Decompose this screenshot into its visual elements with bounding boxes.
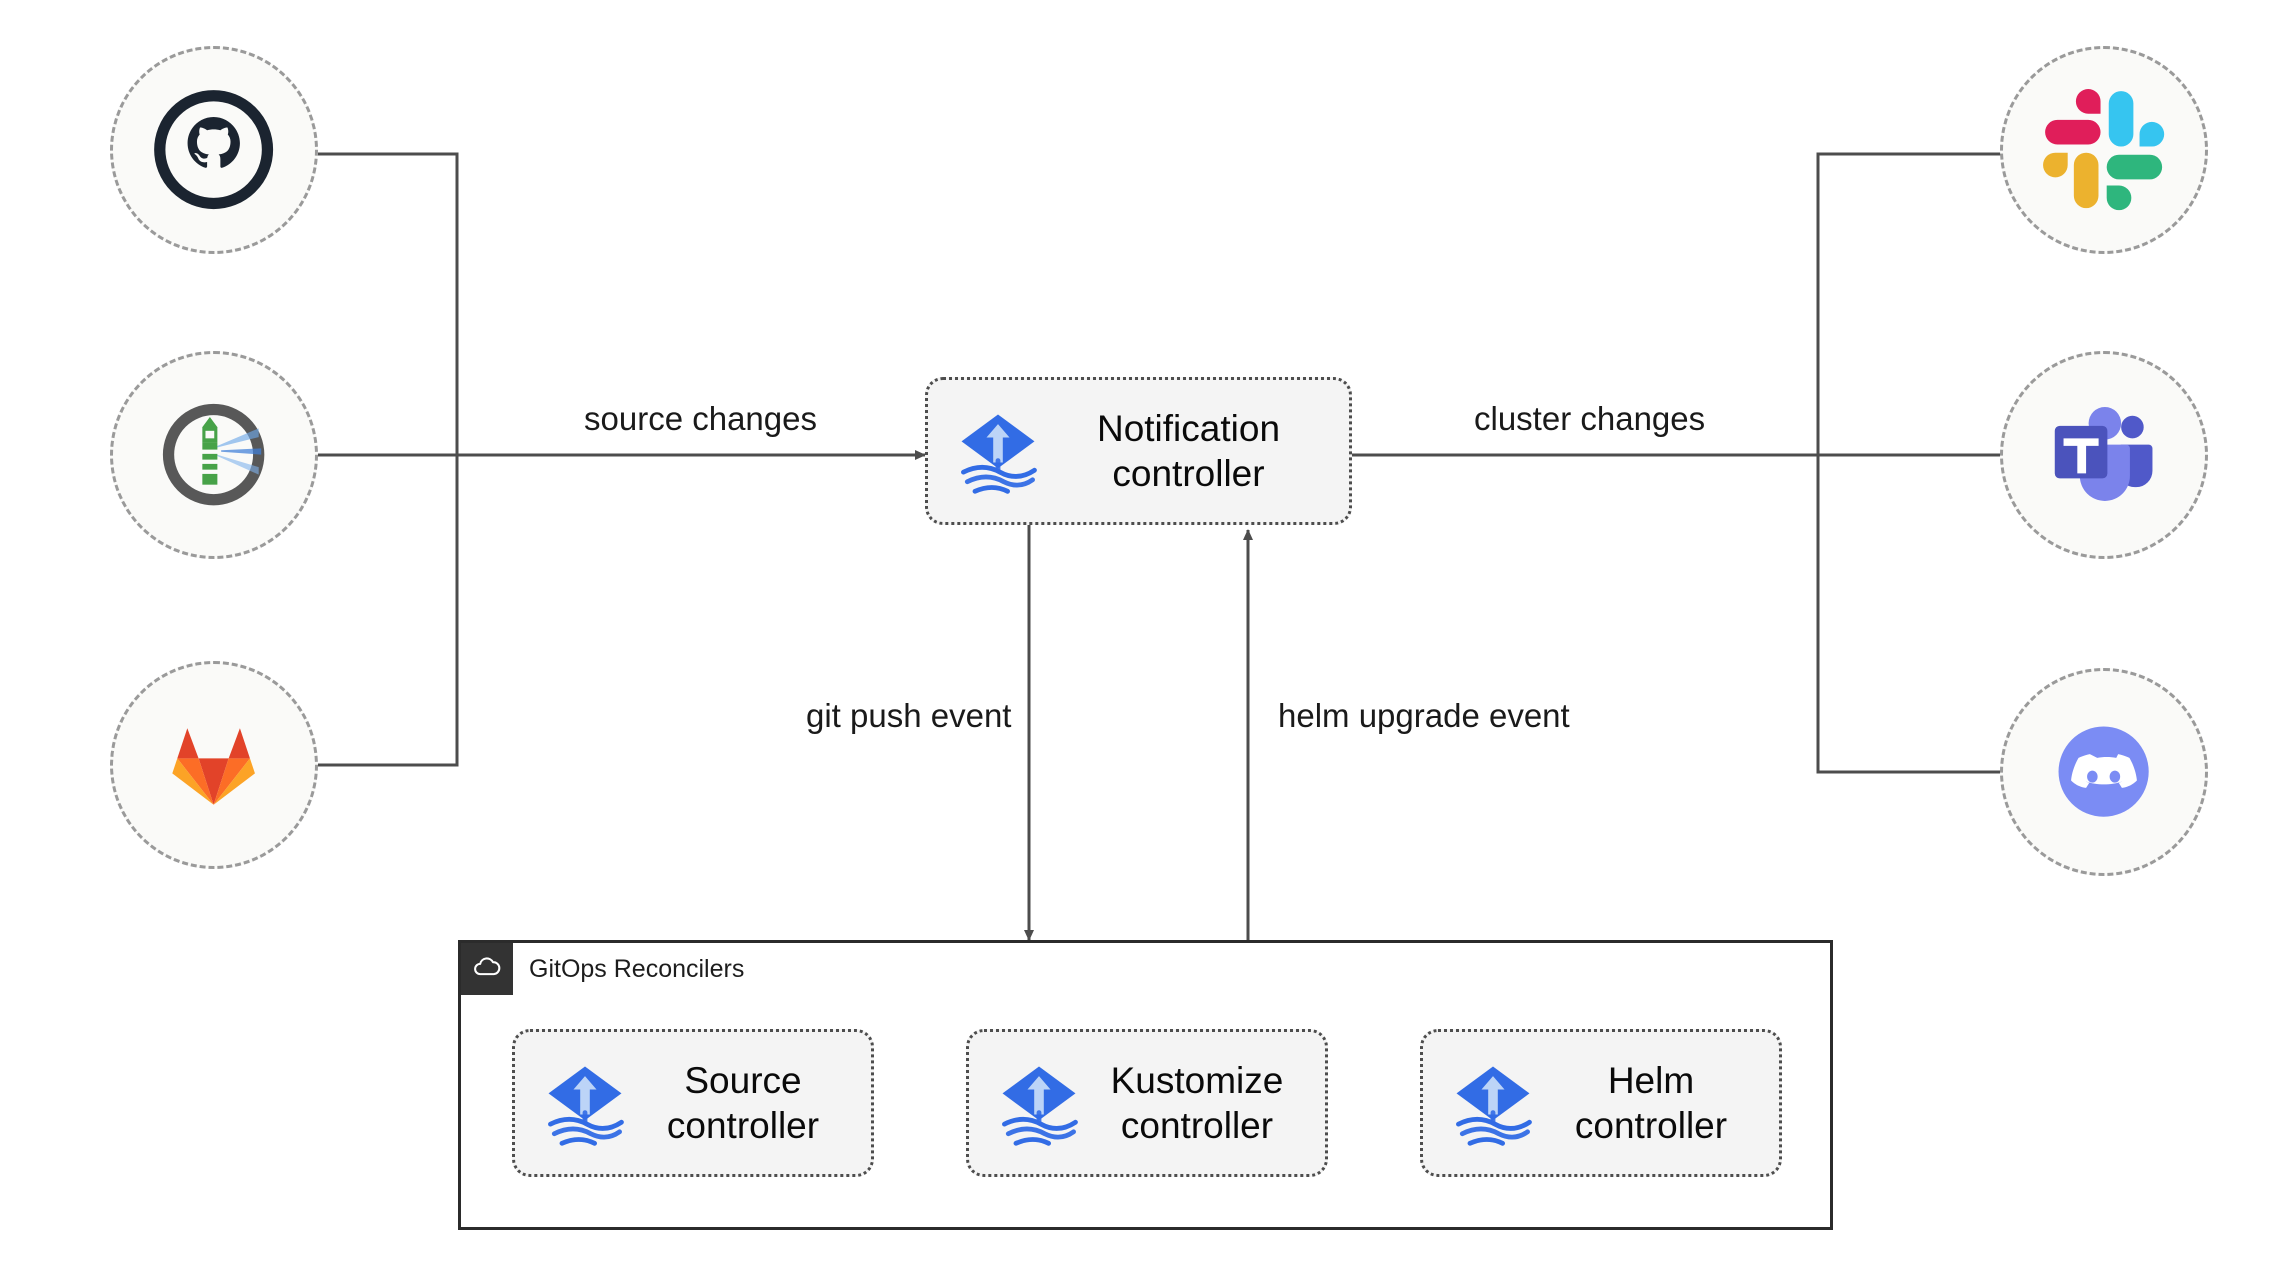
slack-icon [2041,87,2166,212]
helm-controller-box[interactable]: Helm controller [1420,1029,1782,1177]
gitops-reconcilers-title: GitOps Reconcilers [529,955,745,983]
github-icon [151,87,276,212]
notification-controller-label: Notification controller [1096,407,1281,494]
cloud-icon [461,943,513,995]
sink-node-discord[interactable] [2000,668,2208,876]
flux-cd-icon [991,1055,1087,1151]
edge-github-to-bus [318,152,459,455]
edge-label-git-push-event: git push event [800,697,1018,735]
edge-label-source-changes: source changes [578,400,823,438]
edge-label-cluster-changes: cluster changes [1468,400,1712,438]
source-node-flux[interactable] [110,351,318,559]
notification-controller-box[interactable]: Notification controller [925,377,1352,525]
source-controller-label: Source controller [666,1059,820,1146]
microsoft-teams-icon [2041,392,2166,517]
sink-node-teams[interactable] [2000,351,2208,559]
flux-cd-icon [950,403,1046,499]
flux-cd-icon [1445,1055,1541,1151]
source-controller-box[interactable]: Source controller [512,1029,874,1177]
gitlab-icon [151,702,276,827]
kustomize-controller-box[interactable]: Kustomize controller [966,1029,1328,1177]
sink-node-slack[interactable] [2000,46,2208,254]
flux-lighthouse-icon [151,392,276,517]
source-node-github[interactable] [110,46,318,254]
kustomize-controller-label: Kustomize controller [1110,1059,1284,1146]
edge-label-helm-upgrade-event: helm upgrade event [1272,697,1576,735]
edge-gitlab-to-bus [318,455,459,767]
source-node-gitlab[interactable] [110,661,318,869]
flux-cd-icon [537,1055,633,1151]
helm-controller-label: Helm controller [1574,1059,1728,1146]
discord-icon [2041,709,2166,834]
